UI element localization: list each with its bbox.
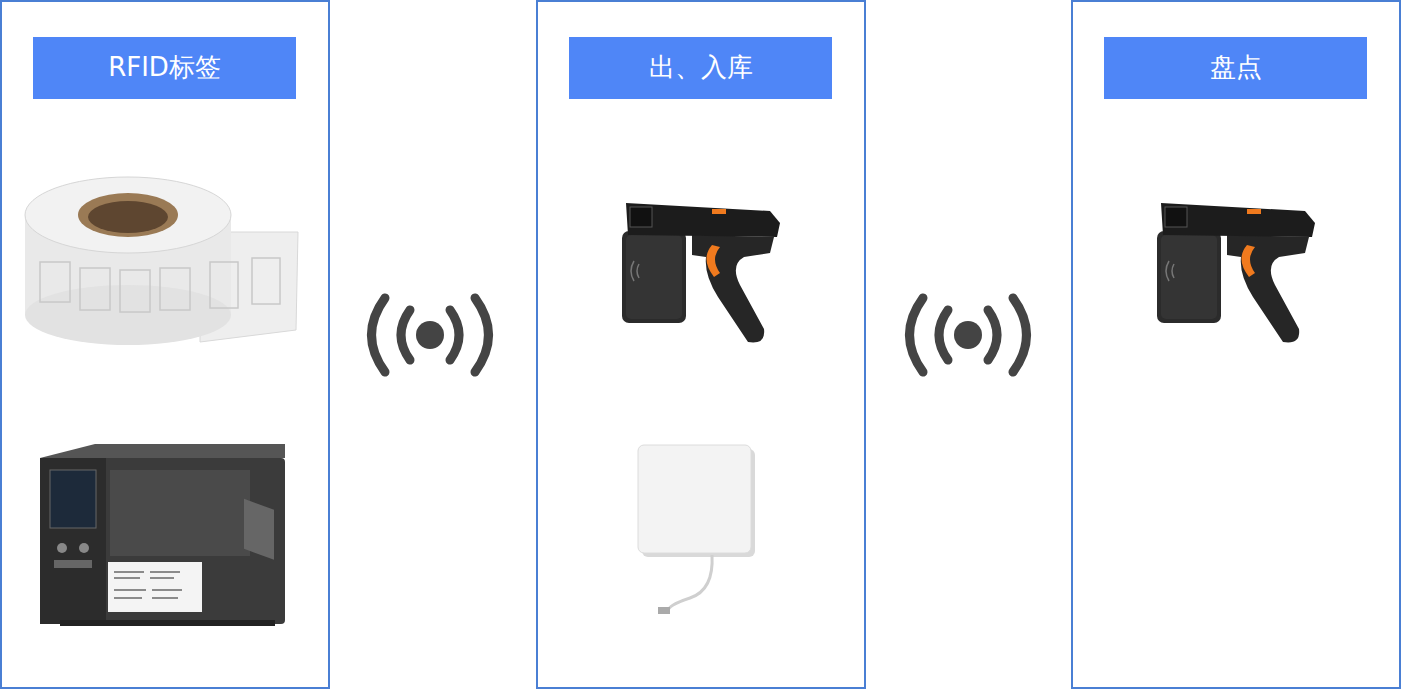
step-panel: 出、入库 <box>536 0 866 689</box>
wireless-symbol <box>910 298 1027 372</box>
step-panel: 盘点 <box>1071 0 1401 689</box>
label-printer <box>40 444 285 626</box>
wireless-symbol <box>372 298 489 372</box>
step-title: RFID标签 <box>108 52 221 83</box>
header-bar: RFID标签 <box>33 37 296 99</box>
handheld-reader <box>622 203 780 342</box>
step-title: 盘点 <box>1210 52 1262 83</box>
step-panel: RFID标签 <box>0 0 330 689</box>
header-bar: 出、入库 <box>569 37 832 99</box>
panel-antenna <box>638 445 755 614</box>
tag-roll <box>25 177 298 345</box>
handheld-reader <box>1157 203 1315 342</box>
header-bar: 盘点 <box>1104 37 1367 99</box>
step-title: 出、入库 <box>649 52 753 83</box>
